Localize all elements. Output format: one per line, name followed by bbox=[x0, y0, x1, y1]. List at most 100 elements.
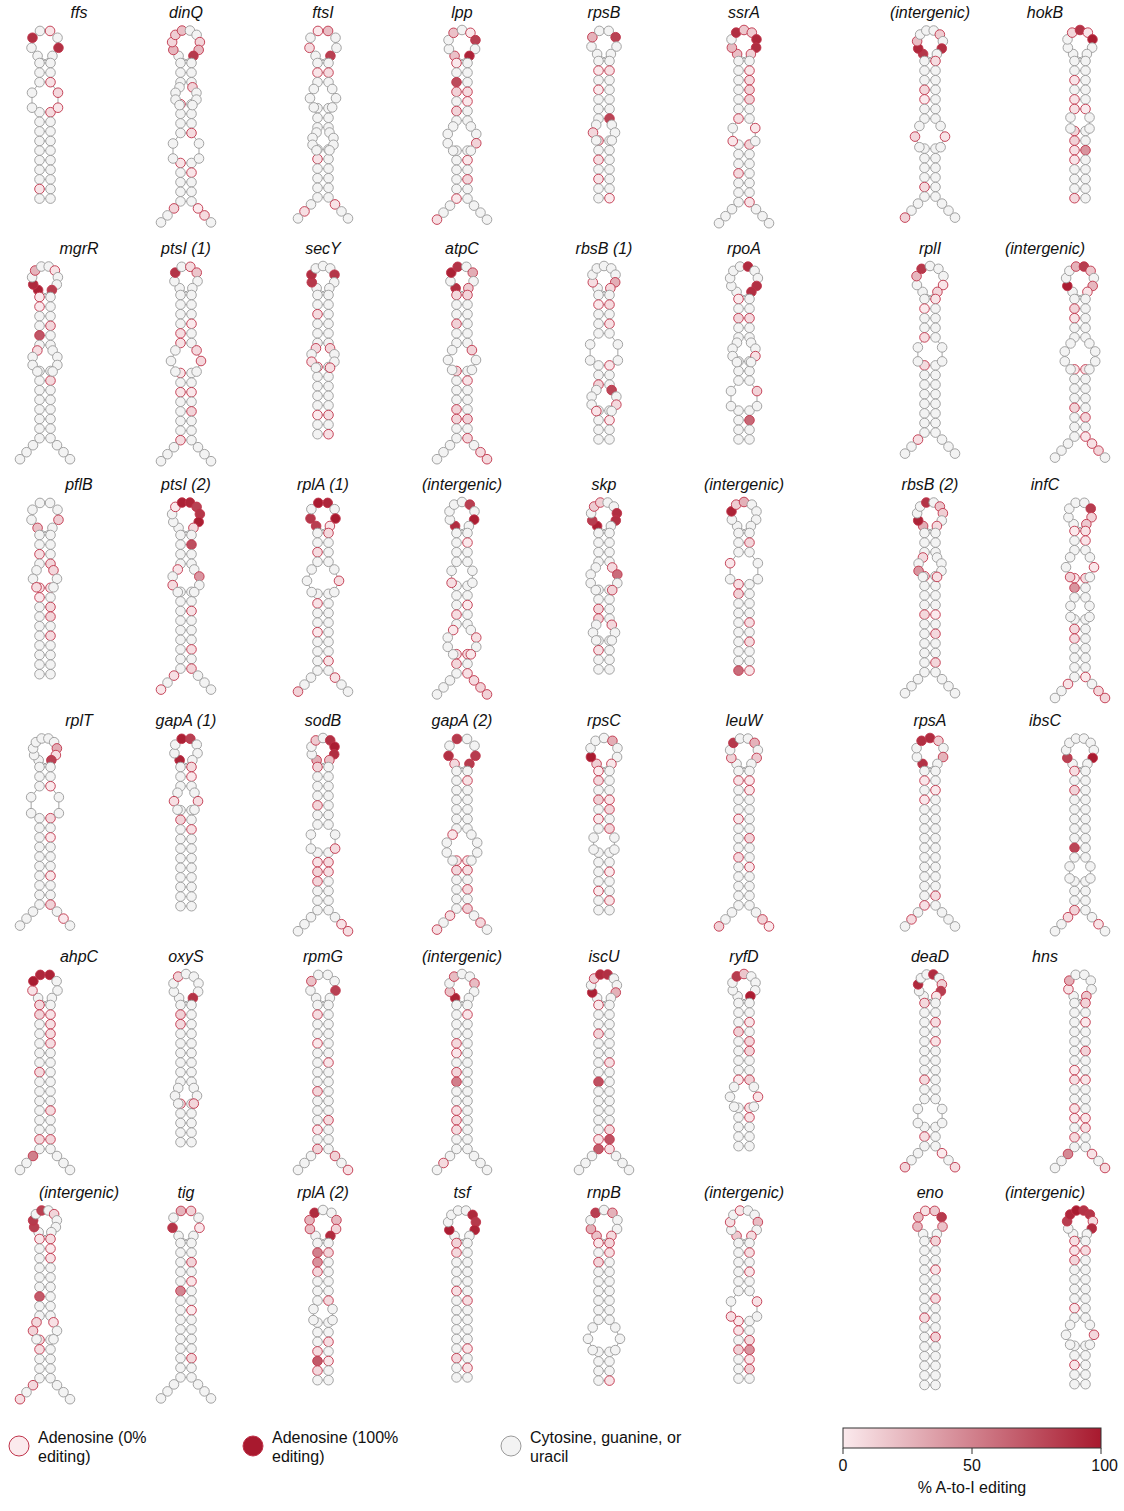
nucleotide bbox=[605, 85, 615, 95]
nucleotide bbox=[912, 280, 922, 290]
nucleotide bbox=[324, 420, 334, 430]
nucleotide bbox=[714, 218, 724, 228]
nucleotide bbox=[931, 333, 941, 343]
nucleotide bbox=[920, 323, 930, 333]
nucleotide bbox=[920, 409, 930, 419]
nucleotide bbox=[15, 454, 25, 464]
adenosine bbox=[452, 290, 462, 300]
nucleotide bbox=[53, 33, 63, 43]
nucleotide bbox=[1081, 85, 1091, 95]
nucleotide bbox=[324, 618, 334, 628]
nucleotide bbox=[591, 585, 601, 595]
adenosine bbox=[293, 687, 303, 697]
nucleotide bbox=[752, 401, 762, 411]
nucleotide bbox=[607, 636, 617, 646]
adenosine bbox=[334, 576, 344, 586]
nucleotide bbox=[313, 113, 323, 123]
nucleotide bbox=[915, 121, 925, 131]
nucleotide bbox=[605, 547, 615, 557]
adenosine bbox=[466, 650, 476, 660]
nucleotide bbox=[176, 168, 186, 178]
nucleotide bbox=[920, 619, 930, 629]
adenosine bbox=[54, 515, 64, 525]
nucleotide bbox=[745, 104, 755, 114]
nucleotide bbox=[1081, 374, 1091, 384]
nucleotide bbox=[48, 367, 58, 377]
nucleotide bbox=[176, 119, 186, 129]
nucleotide bbox=[594, 290, 604, 300]
nucleotide bbox=[745, 528, 755, 538]
nucleotide bbox=[920, 173, 930, 183]
nucleotide bbox=[176, 407, 186, 417]
nucleotide bbox=[176, 378, 186, 388]
nucleotide bbox=[343, 687, 353, 697]
nucleotide bbox=[35, 498, 45, 508]
nucleotide bbox=[471, 129, 481, 139]
nucleotide bbox=[1090, 347, 1100, 357]
nucleotide bbox=[187, 426, 197, 436]
adenosine bbox=[54, 43, 64, 53]
nucleotide bbox=[605, 95, 615, 105]
adenosine bbox=[594, 604, 604, 614]
nucleotide bbox=[466, 146, 476, 156]
nucleotide bbox=[605, 528, 615, 538]
nucleotide bbox=[1070, 294, 1080, 304]
nucleotide bbox=[463, 405, 473, 415]
nucleotide bbox=[936, 121, 946, 131]
nucleotide bbox=[585, 340, 595, 350]
nucleotide bbox=[176, 109, 186, 119]
nucleotide bbox=[35, 26, 45, 36]
adenosine bbox=[594, 300, 604, 310]
nucleotide bbox=[187, 309, 197, 319]
nucleotide bbox=[46, 58, 56, 68]
nucleotide bbox=[463, 165, 473, 175]
nucleotide bbox=[931, 639, 941, 649]
nucleotide bbox=[463, 385, 473, 395]
nucleotide bbox=[931, 399, 941, 409]
nucleotide bbox=[452, 591, 462, 601]
nucleotide bbox=[931, 163, 941, 173]
nucleotide bbox=[35, 621, 45, 631]
nucleotide bbox=[35, 650, 45, 660]
nucleotide bbox=[605, 645, 615, 655]
nucleotide bbox=[920, 418, 930, 428]
adenosine bbox=[745, 313, 755, 323]
nucleotide bbox=[452, 175, 462, 185]
nucleotide bbox=[734, 66, 744, 76]
nucleotide bbox=[452, 385, 462, 395]
nucleotide bbox=[728, 123, 738, 133]
nucleotide bbox=[931, 538, 941, 548]
nucleotide bbox=[176, 597, 186, 607]
adenosine bbox=[1070, 193, 1080, 203]
nucleotide bbox=[46, 650, 56, 660]
nucleotide bbox=[176, 300, 186, 310]
adenosine bbox=[1081, 145, 1091, 155]
nucleotide bbox=[594, 193, 604, 203]
nucleotide bbox=[594, 595, 604, 605]
nucleotide bbox=[468, 566, 478, 576]
adenosine bbox=[324, 429, 334, 439]
adenosine bbox=[195, 572, 205, 582]
adenosine bbox=[1070, 313, 1080, 323]
nucleotide bbox=[726, 401, 736, 411]
nucleotide bbox=[35, 660, 45, 670]
nucleotide bbox=[313, 429, 323, 439]
nucleotide bbox=[452, 557, 462, 567]
adenosine bbox=[932, 572, 942, 582]
nucleotide bbox=[309, 103, 319, 113]
nucleotide bbox=[587, 42, 597, 52]
nucleotide bbox=[35, 385, 45, 395]
adenosine bbox=[325, 363, 335, 373]
nucleotide bbox=[931, 389, 941, 399]
nucleotide bbox=[463, 547, 473, 557]
nucleotide bbox=[313, 401, 323, 411]
nucleotide bbox=[187, 290, 197, 300]
adenosine bbox=[313, 154, 323, 164]
adenosine bbox=[920, 95, 930, 105]
nucleotide bbox=[170, 276, 180, 286]
nucleotide bbox=[1100, 453, 1110, 463]
nucleotide bbox=[734, 104, 744, 114]
adenosine bbox=[313, 547, 323, 557]
nucleotide bbox=[46, 540, 56, 550]
adenosine bbox=[900, 213, 910, 223]
